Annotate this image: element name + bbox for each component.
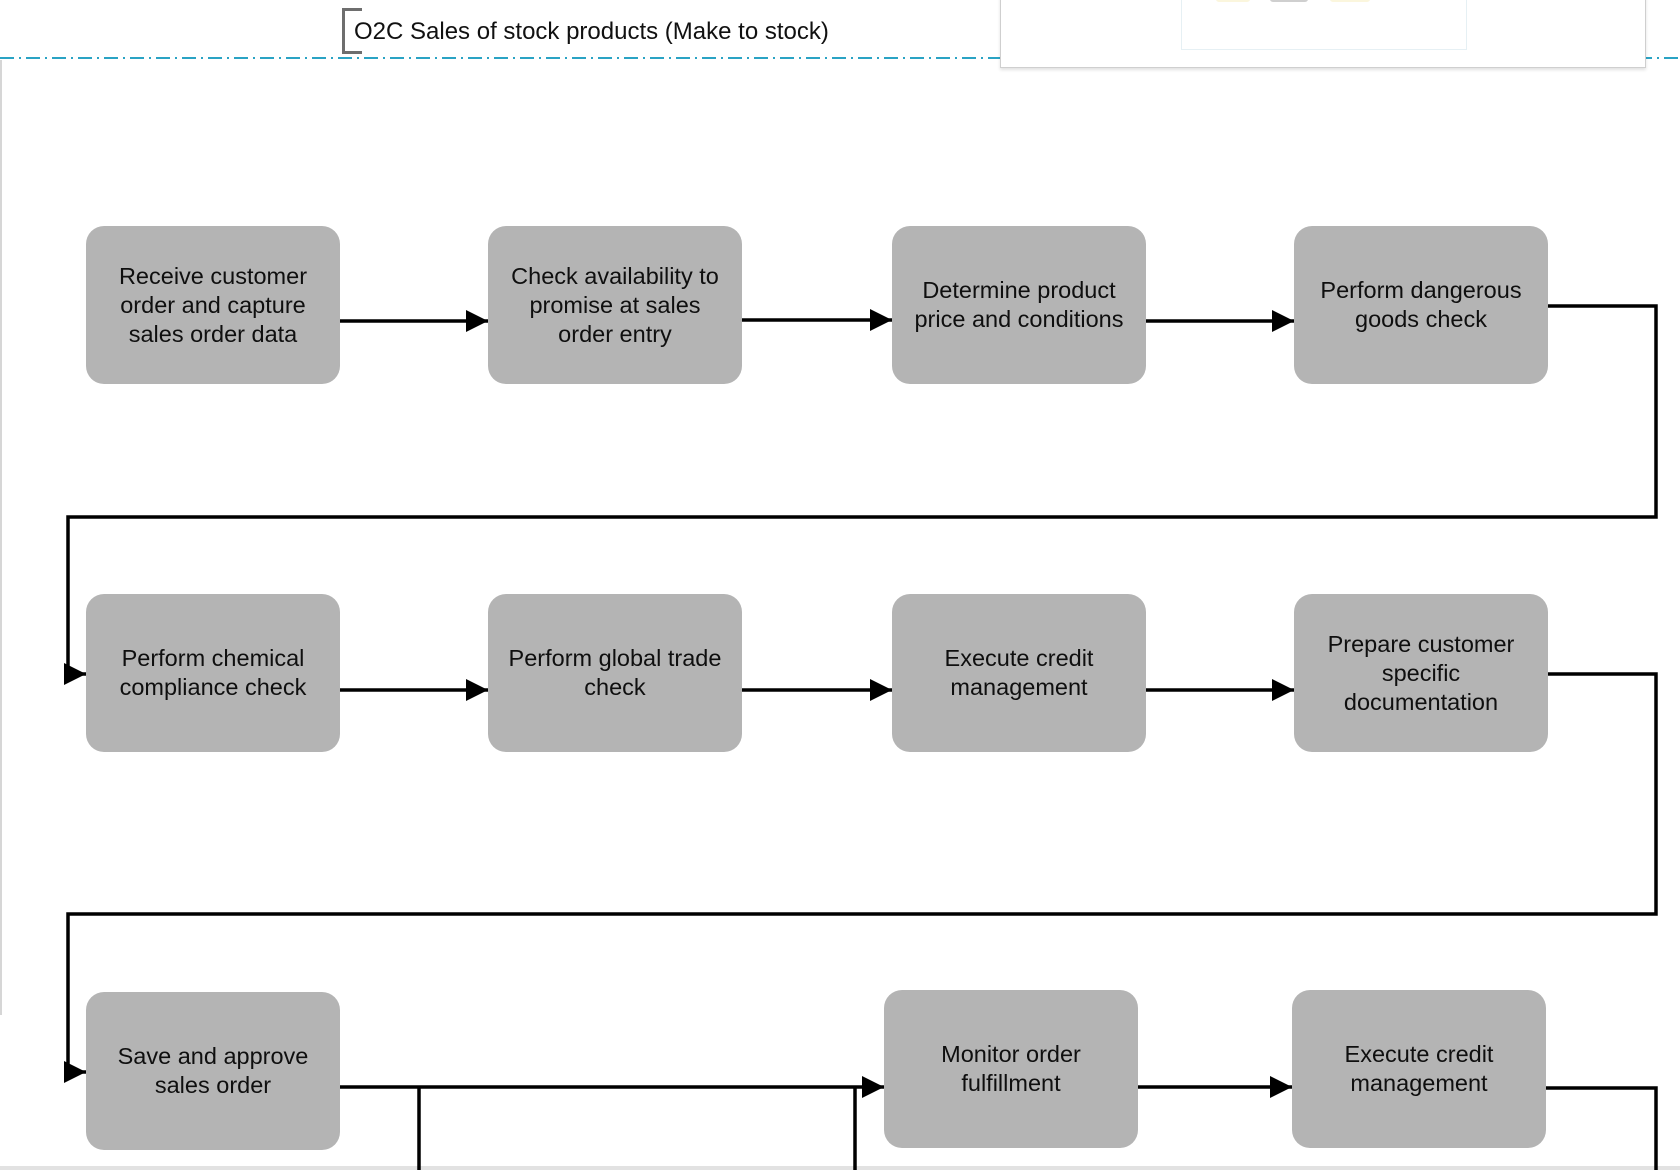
pool-title[interactable]: O2C Sales of stock products (Make to sto… [354,18,829,45]
process-step-label: Determine product price and conditions [914,277,1124,332]
overview-minimap[interactable] [1000,0,1646,68]
process-step-label: Check availability to promise at sales o… [511,262,719,347]
process-step-customer-docs[interactable]: Prepare customer specific documentation [1294,594,1548,752]
process-step-save-approve[interactable]: Save and approve sales order [86,992,340,1150]
process-step-global-trade[interactable]: Perform global trade check [488,594,742,752]
process-step-label: Execute credit management [944,645,1094,700]
minimap-node [1270,0,1308,2]
process-step-credit-mgmt-1[interactable]: Execute credit management [892,594,1146,752]
process-step-receive-order[interactable]: Receive customer order and capture sales… [86,226,340,384]
process-step-label: Execute credit management [1344,1041,1494,1096]
process-step-label: Perform dangerous goods check [1320,277,1522,332]
process-step-dangerous-goods[interactable]: Perform dangerous goods check [1294,226,1548,384]
process-step-monitor-fulfillment[interactable]: Monitor order fulfillment [884,990,1138,1148]
process-step-chemical-compliance[interactable]: Perform chemical compliance check [86,594,340,752]
pool-bracket-icon [342,8,362,54]
process-step-label: Perform chemical compliance check [119,645,307,700]
minimap-node [1216,0,1250,2]
canvas-bottom-scrollbar[interactable] [0,1166,1680,1170]
minimap-viewport[interactable] [1181,0,1467,50]
process-step-label: Save and approve sales order [117,1043,309,1098]
flow-arrow-dangerous-goods-to-chemical-compliance[interactable] [64,304,1658,685]
process-step-check-atp[interactable]: Check availability to promise at sales o… [488,226,742,384]
process-step-label: Perform global trade check [508,645,722,700]
process-step-label: Receive customer order and capture sales… [118,262,308,347]
connector-stub-offscreen[interactable] [1546,1086,1658,1170]
canvas-left-border [0,60,2,1015]
process-step-label: Monitor order fulfillment [941,1041,1081,1096]
minimap-node [1330,0,1370,2]
process-step-credit-mgmt-2[interactable]: Execute credit management [1292,990,1546,1148]
flow-arrow-customer-docs-to-save-approve[interactable] [64,672,1658,1083]
partial-connectors [417,1086,1658,1170]
process-step-determine-price[interactable]: Determine product price and conditions [892,226,1146,384]
flow-connectors [64,304,1658,1098]
process-step-label: Prepare customer specific documentation [1327,630,1515,715]
